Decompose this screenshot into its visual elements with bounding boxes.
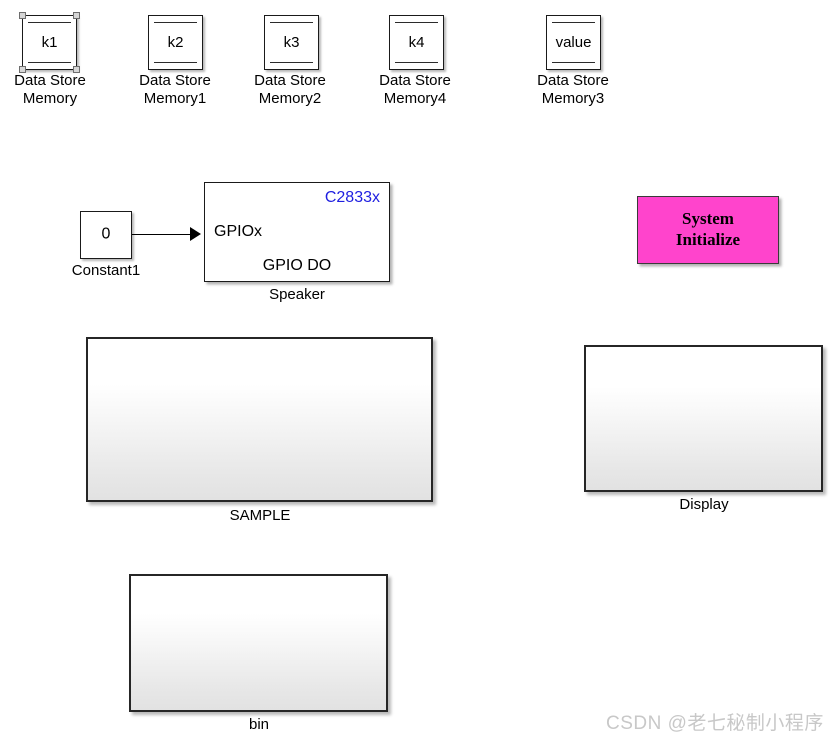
block-caption-sample: SAMPLE (229, 507, 291, 524)
selection-handle-top-right[interactable] (73, 12, 80, 19)
device-tag-label: C2833x (324, 189, 380, 206)
data-store-bottom-rule (28, 62, 71, 63)
csdn-watermark: CSDN @老七秘制小程序 (606, 713, 824, 734)
block-speaker[interactable]: C2833x GPIOx GPIO DO (204, 182, 390, 282)
data-store-name-k3: k3 (283, 33, 300, 51)
block-data-store-memory[interactable]: k1 (19, 12, 80, 73)
selection-handle-bottom-right[interactable] (73, 66, 80, 73)
signal-arrowhead (190, 227, 201, 241)
selection-handle-bottom-left[interactable] (19, 66, 26, 73)
selection-handle-top-left[interactable] (19, 12, 26, 19)
block-caption-data-store-memory: Data Store Memory (14, 72, 86, 107)
block-caption-data-store-memory1: Data Store Memory1 (139, 72, 211, 107)
block-caption-data-store-memory3: Data Store Memory3 (537, 72, 609, 107)
device-function-label: GPIO DO (262, 257, 332, 274)
data-store-bottom-rule (395, 62, 438, 63)
data-store-bottom-rule (154, 62, 197, 63)
block-caption-display: Display (679, 496, 729, 513)
data-store-name-value: value (555, 33, 592, 51)
data-store-name-k2: k2 (167, 33, 184, 51)
block-caption-constant1: Constant1 (71, 262, 141, 279)
constant-value: 0 (101, 225, 111, 243)
block-bin-subsystem[interactable] (129, 574, 388, 712)
system-initialize-label: System Initialize (675, 209, 741, 249)
data-store-top-rule (395, 22, 438, 23)
block-display-subsystem[interactable] (584, 345, 823, 492)
signal-line-constant1-to-speaker[interactable] (132, 234, 192, 235)
block-constant1[interactable]: 0 (80, 211, 132, 259)
block-data-store-memory4[interactable]: k4 (389, 15, 444, 70)
block-caption-data-store-memory2: Data Store Memory2 (254, 72, 326, 107)
block-sample-subsystem[interactable] (86, 337, 433, 502)
block-caption-data-store-memory4: Data Store Memory4 (379, 72, 451, 107)
data-store-top-rule (154, 22, 197, 23)
data-store-top-rule (270, 22, 313, 23)
data-store-bottom-rule (552, 62, 595, 63)
block-data-store-memory2[interactable]: k3 (264, 15, 319, 70)
data-store-name-k1: k1 (41, 33, 58, 51)
block-data-store-memory3[interactable]: value (546, 15, 601, 70)
data-store-bottom-rule (270, 62, 313, 63)
data-store-top-rule (28, 22, 71, 23)
data-store-name-k4: k4 (408, 33, 425, 51)
block-data-store-memory1[interactable]: k2 (148, 15, 203, 70)
block-caption-bin: bin (248, 716, 270, 733)
block-system-initialize[interactable]: System Initialize (637, 196, 779, 264)
data-store-top-rule (552, 22, 595, 23)
input-port-label-gpiox: GPIOx (214, 223, 263, 240)
block-caption-speaker: Speaker (269, 286, 325, 303)
